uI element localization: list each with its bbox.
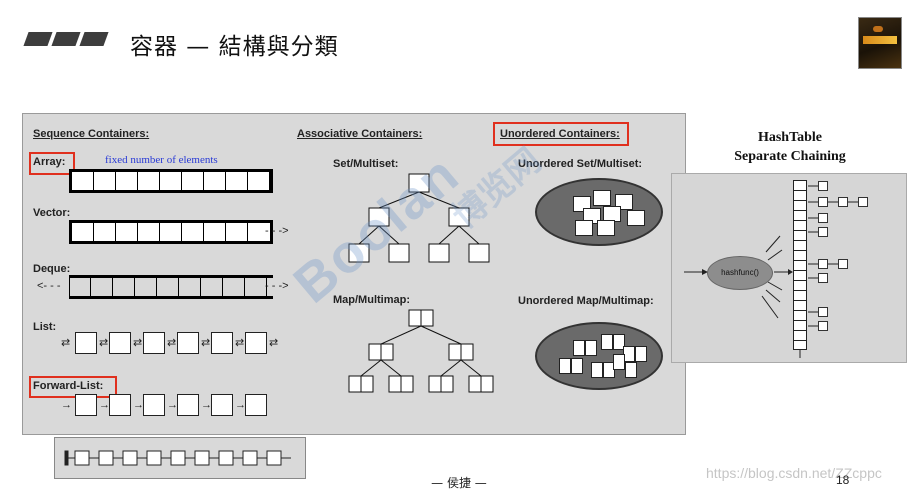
forward-list-label: Forward-List: (33, 380, 104, 392)
slide-title: 容器 — 結構與分類 (130, 34, 339, 60)
unordered-map-label: Unordered Map/Multimap: (518, 295, 654, 307)
forward-list-node (245, 394, 267, 416)
title-bullet-1 (23, 32, 53, 46)
hashfunc-node: hashfunc() (707, 256, 773, 290)
forward-list-node (177, 394, 199, 416)
hashtable-buckets (793, 180, 807, 350)
book-cover-thumbnail (858, 17, 902, 69)
vector-diagram (69, 220, 273, 244)
list-node (143, 332, 165, 354)
hash-chain-node (858, 197, 868, 207)
slide-footer: — 侯捷 — (431, 476, 487, 490)
book-cover-band (863, 36, 897, 44)
hashtable-subtitle: Separate Chaining (734, 149, 846, 164)
associative-containers-header: Associative Containers: (297, 128, 423, 140)
container-diagram-panel: Sequence Containers: Associative Contain… (22, 113, 686, 435)
deque-front-arrow: <- - - (37, 280, 61, 292)
forward-list-node (109, 394, 131, 416)
map-tree-diagram (348, 309, 494, 393)
deque-back-arrow: - - -> (265, 280, 289, 292)
hash-chain-node (818, 259, 828, 269)
array-cells (72, 172, 270, 190)
set-tree-diagram (348, 173, 490, 263)
list-node (109, 332, 131, 354)
deque-cells (69, 278, 267, 296)
hashtable-arrows (684, 185, 858, 358)
unordered-containers-header: Unordered Containers: (500, 128, 620, 140)
title-bullet-3 (79, 32, 109, 46)
map-multimap-label: Map/Multimap: (333, 294, 410, 306)
array-label: Array: (33, 156, 66, 168)
hashtable-diagram: hashfunc() (671, 173, 907, 363)
list-node (245, 332, 267, 354)
strip-nodes (64, 450, 291, 466)
forward-list-node (211, 394, 233, 416)
list-label: List: (33, 321, 57, 333)
title-bullet-2 (51, 32, 81, 46)
hash-chain-node (838, 197, 848, 207)
list-node (75, 332, 97, 354)
linked-nodes-strip (54, 437, 306, 479)
sequence-containers-header: Sequence Containers: (33, 128, 150, 140)
deque-label: Deque: (33, 263, 71, 275)
unordered-set-label: Unordered Set/Multiset: (518, 158, 643, 170)
vector-growth-arrow: - - -> (265, 225, 289, 237)
list-node (177, 332, 199, 354)
book-cover-logo (873, 26, 883, 32)
vector-label: Vector: (33, 207, 71, 219)
deque-diagram (69, 275, 273, 299)
hash-chain-node (838, 259, 848, 269)
vector-cells (72, 223, 248, 241)
hash-chain-node (818, 181, 828, 191)
csdn-watermark-url: https://blog.csdn.net/ZZcppc (706, 465, 882, 481)
forward-list-label-highlight (29, 376, 117, 398)
array-label-highlight (29, 152, 75, 175)
hash-chain-node (818, 213, 828, 223)
unordered-set-diagram (535, 178, 663, 246)
hash-chain-node (818, 227, 828, 237)
hashtable-title: HashTable (757, 130, 823, 145)
forward-list-node (143, 394, 165, 416)
page-number: 18 (836, 473, 850, 487)
hash-chain-node (818, 321, 828, 331)
hash-chain-node (818, 307, 828, 317)
hash-chain-node (818, 273, 828, 283)
set-multiset-label: Set/Multiset: (333, 158, 399, 170)
unordered-header-highlight (493, 122, 629, 146)
forward-list-node (75, 394, 97, 416)
hash-chain-node (818, 197, 828, 207)
array-diagram (69, 169, 273, 193)
unordered-map-diagram (535, 322, 663, 390)
array-note: fixed number of elements (105, 154, 218, 166)
list-node (211, 332, 233, 354)
